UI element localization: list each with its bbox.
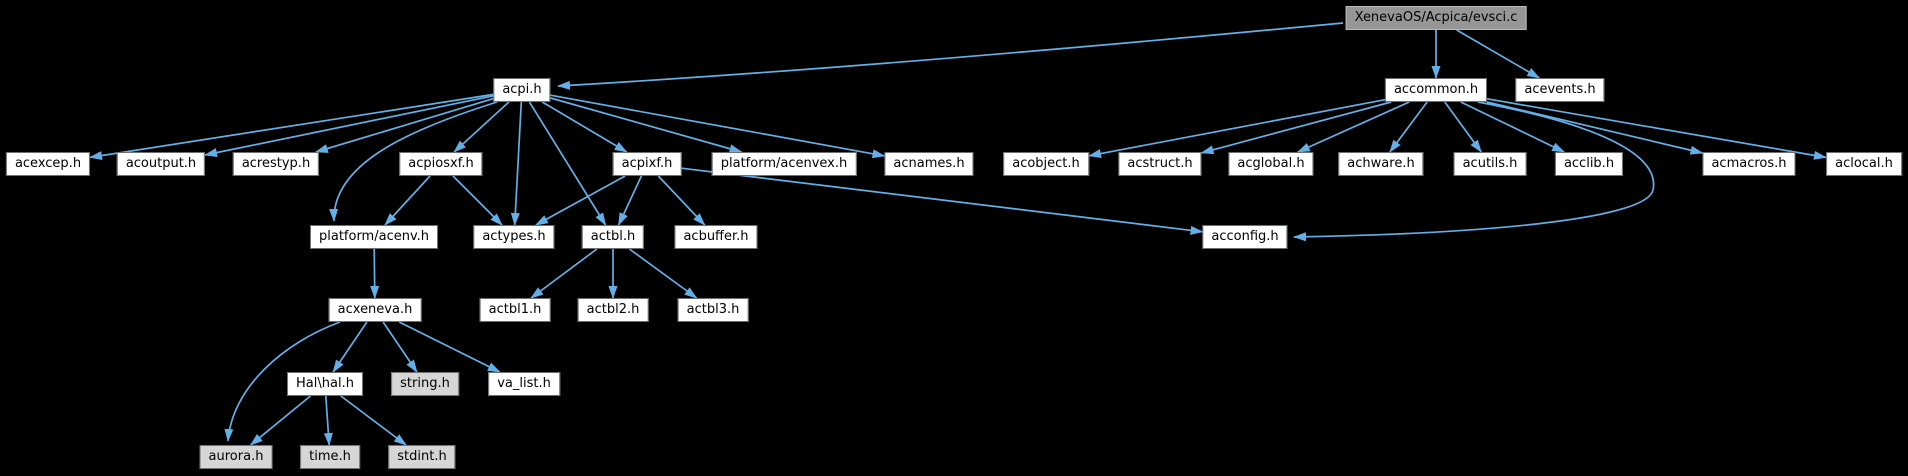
- edge-acpi-to-acpixf: [541, 101, 628, 153]
- node-acconfig[interactable]: acconfig.h: [1202, 225, 1288, 249]
- edge-acpi-to-acexcep: [89, 93, 494, 160]
- node-acenv[interactable]: platform/acenv.h: [309, 225, 439, 249]
- edge-accommon-to-acstruct: [1200, 101, 1392, 155]
- node-achware[interactable]: achware.h: [1338, 152, 1424, 176]
- edge-accommon-to-acutils: [1444, 101, 1482, 153]
- node-time[interactable]: time.h: [300, 445, 360, 469]
- node-actbl2[interactable]: actbl2.h: [577, 298, 649, 322]
- edge-acpi-to-acenvex: [550, 97, 743, 154]
- node-acxeneva[interactable]: acxeneva.h: [328, 298, 422, 322]
- node-actbl1[interactable]: actbl1.h: [479, 298, 551, 322]
- edge-evsci-to-acevents: [1456, 29, 1541, 79]
- node-evsci: XenevaOS/Acpica/evsci.c: [1345, 6, 1527, 30]
- edge-acpiosxf-to-actypes: [452, 175, 503, 226]
- edge-halhal-to-aurora: [249, 395, 311, 446]
- node-acexcep[interactable]: acexcep.h: [5, 152, 91, 176]
- node-acglobal[interactable]: acglobal.h: [1228, 152, 1314, 176]
- node-acrestyp[interactable]: acrestyp.h: [232, 152, 320, 176]
- edge-acpi-to-actypes: [510, 101, 523, 226]
- edge-acpixf-to-acconfig: [681, 167, 1204, 235]
- node-accommon[interactable]: accommon.h: [1384, 78, 1488, 102]
- edge-actbl-to-actbl1: [530, 248, 598, 299]
- edge-acpi-to-acnames: [550, 94, 886, 159]
- node-acbuffer[interactable]: acbuffer.h: [674, 225, 758, 249]
- edge-accommon-to-acconfig: [1293, 101, 1655, 242]
- edge-acpi-to-acrestyp: [314, 97, 494, 153]
- node-actbl3[interactable]: actbl3.h: [677, 298, 749, 322]
- node-acenvex[interactable]: platform/acenvex.h: [711, 152, 857, 176]
- node-actypes[interactable]: actypes.h: [473, 225, 555, 249]
- edge-accommon-to-acobject: [1088, 98, 1386, 158]
- node-acpixf[interactable]: acpixf.h: [612, 152, 682, 176]
- edge-actbl-to-actbl3: [628, 248, 698, 299]
- node-acobject[interactable]: acobject.h: [1003, 152, 1089, 176]
- node-acmacros[interactable]: acmacros.h: [1702, 152, 1796, 176]
- edge-accommon-to-acmacros: [1486, 101, 1704, 155]
- edge-acxeneva-to-halhal: [332, 321, 368, 373]
- edge-acpixf-to-acbuffer: [657, 175, 706, 226]
- edge-acpixf-to-actbl: [617, 175, 643, 226]
- node-actbl[interactable]: actbl.h: [581, 225, 645, 249]
- node-string[interactable]: string.h: [391, 372, 459, 396]
- edge-acpi-to-acpiosxf: [453, 101, 510, 153]
- node-acstruct[interactable]: acstruct.h: [1118, 152, 1202, 176]
- edge-acpi-to-acenv: [329, 101, 498, 222]
- node-acpi[interactable]: acpi.h: [493, 78, 551, 102]
- edge-acxeneva-to-aurora: [224, 321, 341, 442]
- edge-halhal-to-stdint: [340, 395, 407, 446]
- edge-accommon-to-acglobal: [1296, 101, 1410, 153]
- node-acutils[interactable]: acutils.h: [1453, 152, 1527, 176]
- edge-accommon-to-aclocal: [1486, 97, 1827, 160]
- edge-acxeneva-to-valist: [398, 321, 501, 373]
- edge-acpi-to-acoutput: [204, 94, 494, 157]
- edge-acxeneva-to-string: [382, 321, 418, 373]
- edge-acenv-to-acxeneva: [370, 248, 380, 299]
- node-aclocal[interactable]: aclocal.h: [1826, 152, 1902, 176]
- edge-acpixf-to-actypes: [535, 175, 626, 226]
- node-aurora[interactable]: aurora.h: [199, 445, 273, 469]
- edge-accommon-to-achware: [1389, 101, 1428, 153]
- node-acevents[interactable]: acevents.h: [1515, 78, 1605, 102]
- edge-evsci-to-acpi: [557, 22, 1344, 90]
- node-acoutput[interactable]: acoutput.h: [116, 152, 206, 176]
- node-acclib[interactable]: acclib.h: [1554, 152, 1624, 176]
- node-halhal[interactable]: Hal\hal.h: [287, 372, 363, 396]
- edge-accommon-to-acclib: [1460, 101, 1566, 153]
- node-stdint[interactable]: stdint.h: [388, 445, 456, 469]
- node-acpiosxf[interactable]: acpiosxf.h: [399, 152, 483, 176]
- edge-halhal-to-time: [323, 395, 333, 446]
- edge-acpi-to-actbl: [528, 101, 607, 226]
- edge-acpiosxf-to-acenv: [384, 175, 431, 226]
- node-acnames[interactable]: acnames.h: [884, 152, 974, 176]
- node-valist[interactable]: va_list.h: [488, 372, 560, 396]
